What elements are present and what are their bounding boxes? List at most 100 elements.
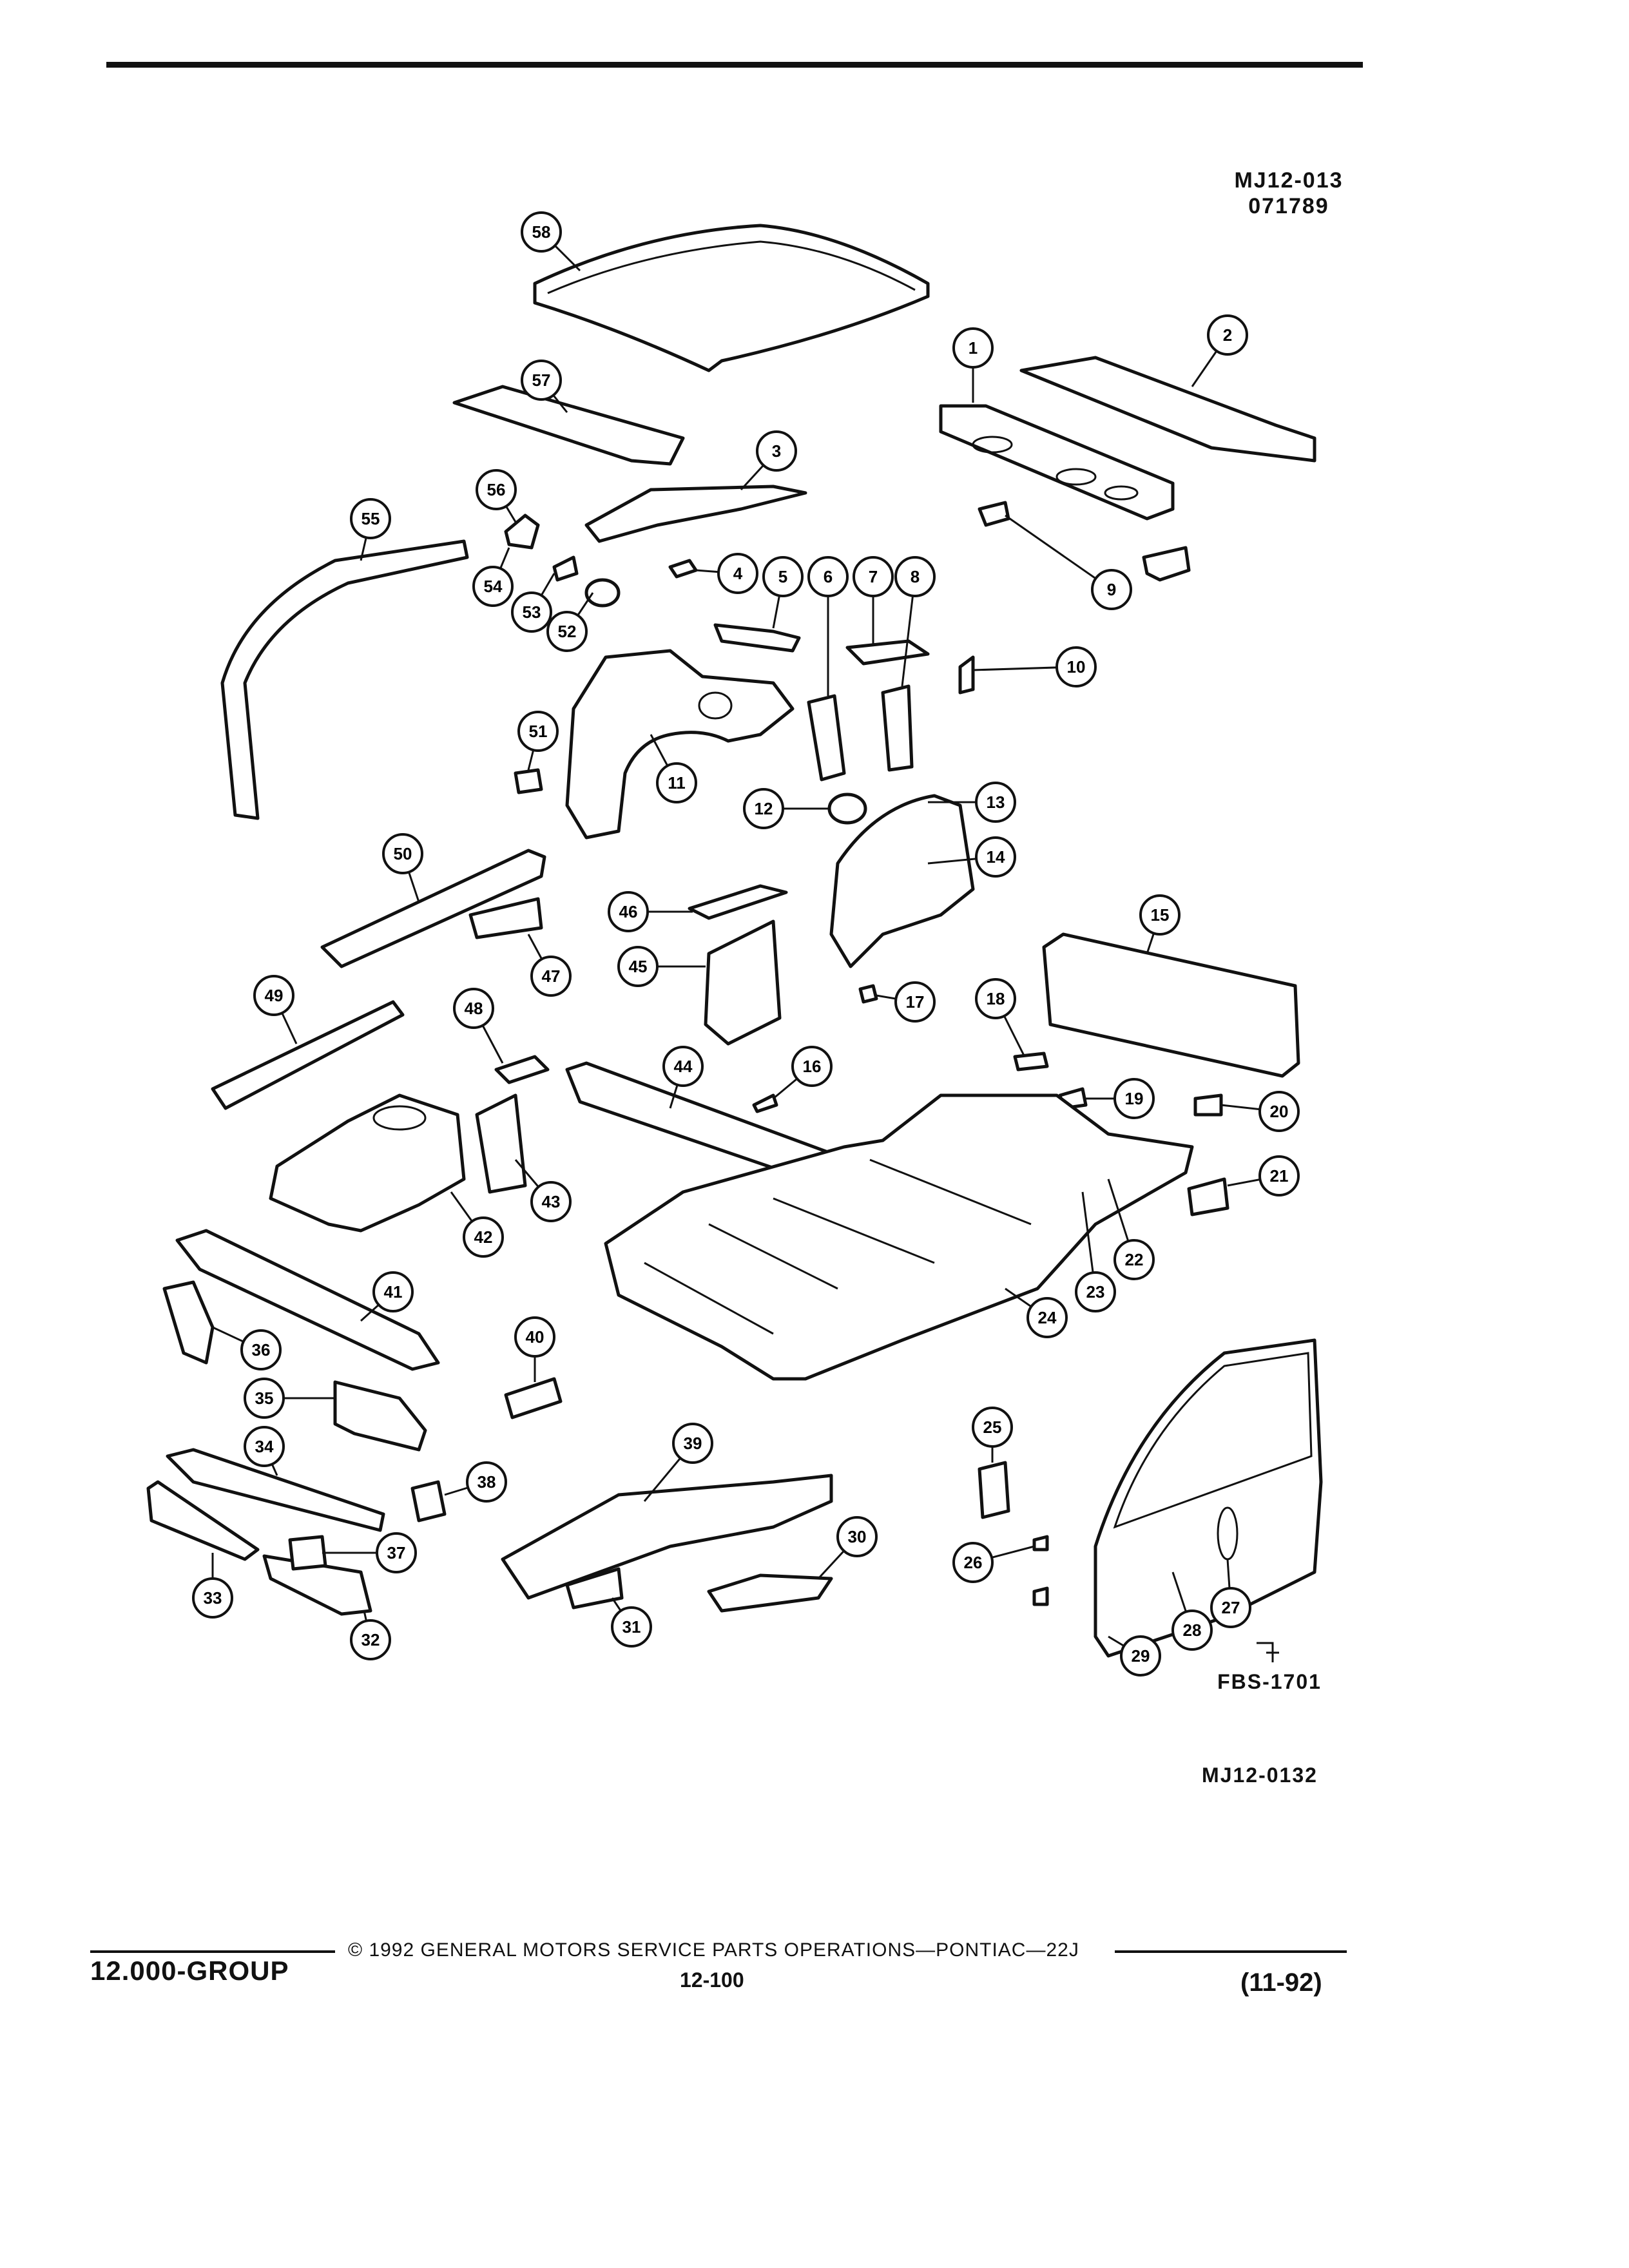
callout-number-29: 29 bbox=[1132, 1646, 1150, 1666]
footer-group: 12.000-GROUP bbox=[90, 1956, 289, 1986]
callout-number-23: 23 bbox=[1086, 1282, 1105, 1302]
callout-circle-19 bbox=[1113, 1078, 1155, 1119]
callout-number-13: 13 bbox=[987, 793, 1005, 812]
callout-17: 17 bbox=[876, 981, 936, 1023]
callout-circle-49 bbox=[253, 975, 294, 1016]
callout-number-35: 35 bbox=[255, 1389, 274, 1408]
pillar-8 bbox=[881, 684, 914, 772]
callout-number-30: 30 bbox=[848, 1527, 867, 1546]
roof-panel bbox=[533, 224, 930, 372]
callout-number-41: 41 bbox=[384, 1282, 403, 1302]
callout-number-21: 21 bbox=[1270, 1166, 1289, 1186]
callout-37: 37 bbox=[322, 1532, 417, 1573]
callout-circle-25 bbox=[972, 1407, 1013, 1448]
callout-number-17: 17 bbox=[906, 992, 925, 1012]
callout-15: 15 bbox=[1139, 894, 1181, 954]
callout-circle-47 bbox=[530, 956, 572, 997]
bracket-51 bbox=[514, 768, 543, 794]
callout-circle-1 bbox=[952, 327, 994, 369]
callout-41: 41 bbox=[360, 1271, 414, 1322]
roof-side-rail-pillar bbox=[220, 539, 469, 820]
callout-circle-54 bbox=[472, 566, 514, 607]
callout-circle-52 bbox=[546, 611, 588, 652]
callout-circle-31 bbox=[611, 1606, 652, 1648]
reinforcement-45 bbox=[704, 919, 782, 1046]
callout-circle-43 bbox=[530, 1181, 572, 1222]
callout-54: 54 bbox=[472, 547, 514, 607]
bracket-31 bbox=[565, 1567, 624, 1610]
callout-number-42: 42 bbox=[474, 1227, 493, 1247]
callout-circle-34 bbox=[244, 1426, 285, 1467]
callout-number-53: 53 bbox=[523, 602, 541, 622]
callout-38: 38 bbox=[444, 1461, 507, 1503]
callout-circle-36 bbox=[240, 1329, 282, 1370]
callout-number-57: 57 bbox=[532, 370, 551, 390]
callout-4: 4 bbox=[695, 553, 758, 594]
callout-9: 9 bbox=[1005, 514, 1132, 610]
callout-circle-18 bbox=[975, 978, 1016, 1019]
callout-number-26: 26 bbox=[964, 1553, 983, 1572]
callout-circle-32 bbox=[350, 1619, 391, 1660]
bracket-36 bbox=[162, 1280, 215, 1365]
callout-53: 53 bbox=[511, 573, 555, 633]
callout-circle-41 bbox=[372, 1271, 414, 1312]
callout-circle-13 bbox=[975, 782, 1016, 823]
callout-circle-15 bbox=[1139, 894, 1181, 936]
strut-tower-42 bbox=[269, 1093, 466, 1233]
illustration-code: MJ12-013 bbox=[1234, 168, 1344, 193]
callout-circle-38 bbox=[466, 1461, 507, 1503]
callout-circle-24 bbox=[1027, 1297, 1068, 1338]
callout-52: 52 bbox=[546, 592, 594, 652]
callout-29: 29 bbox=[1108, 1635, 1161, 1677]
callout-circle-21 bbox=[1258, 1155, 1300, 1196]
callout-8: 8 bbox=[894, 556, 936, 687]
callout-number-20: 20 bbox=[1270, 1102, 1289, 1121]
deck-lid-hinge-right bbox=[1142, 546, 1191, 582]
deck-lid bbox=[1019, 356, 1316, 463]
bracket-48 bbox=[494, 1055, 550, 1084]
callout-11: 11 bbox=[650, 734, 697, 803]
footer-revision: (11-92) bbox=[1240, 1968, 1322, 1997]
callout-circle-44 bbox=[662, 1046, 704, 1087]
callout-circle-22 bbox=[1113, 1239, 1155, 1280]
callout-number-55: 55 bbox=[361, 509, 380, 528]
callout-25: 25 bbox=[972, 1407, 1013, 1463]
callout-circle-16 bbox=[791, 1046, 833, 1087]
callout-number-10: 10 bbox=[1067, 657, 1086, 677]
bracket-46 bbox=[688, 884, 788, 920]
callout-30: 30 bbox=[817, 1516, 878, 1580]
rocker-rail-50 bbox=[320, 849, 546, 968]
quarter-inner-panel-11 bbox=[565, 649, 795, 840]
callout-18: 18 bbox=[975, 978, 1026, 1057]
callout-circle-9 bbox=[1091, 569, 1132, 610]
callout-number-37: 37 bbox=[387, 1543, 406, 1562]
note-code: FBS-1701 bbox=[1217, 1670, 1322, 1693]
bracket-53 bbox=[552, 555, 579, 582]
callout-5: 5 bbox=[762, 556, 804, 629]
callout-58: 58 bbox=[521, 211, 581, 272]
callout-circle-50 bbox=[382, 833, 423, 874]
callout-number-33: 33 bbox=[204, 1588, 222, 1608]
callout-number-34: 34 bbox=[255, 1437, 274, 1456]
callout-number-28: 28 bbox=[1183, 1620, 1202, 1640]
callout-circle-3 bbox=[756, 430, 797, 472]
rail-inner bbox=[584, 485, 807, 543]
callout-number-2: 2 bbox=[1223, 325, 1232, 345]
callout-number-39: 39 bbox=[684, 1434, 702, 1453]
callout-42: 42 bbox=[450, 1191, 504, 1258]
callout-circle-42 bbox=[463, 1216, 504, 1258]
callout-number-49: 49 bbox=[265, 986, 284, 1005]
callout-14: 14 bbox=[927, 836, 1016, 878]
bracket-32 bbox=[262, 1554, 372, 1616]
callout-number-47: 47 bbox=[542, 966, 561, 986]
callout-34: 34 bbox=[244, 1426, 285, 1476]
footer-copyright: © 1992 GENERAL MOTORS SERVICE PARTS OPER… bbox=[348, 1939, 1079, 1961]
top-rule bbox=[106, 62, 1363, 68]
reinforcement-35 bbox=[333, 1380, 427, 1452]
callout-circle-28 bbox=[1171, 1610, 1213, 1651]
callout-12: 12 bbox=[743, 788, 828, 829]
callout-number-24: 24 bbox=[1038, 1308, 1057, 1327]
callout-circle-48 bbox=[453, 988, 494, 1029]
